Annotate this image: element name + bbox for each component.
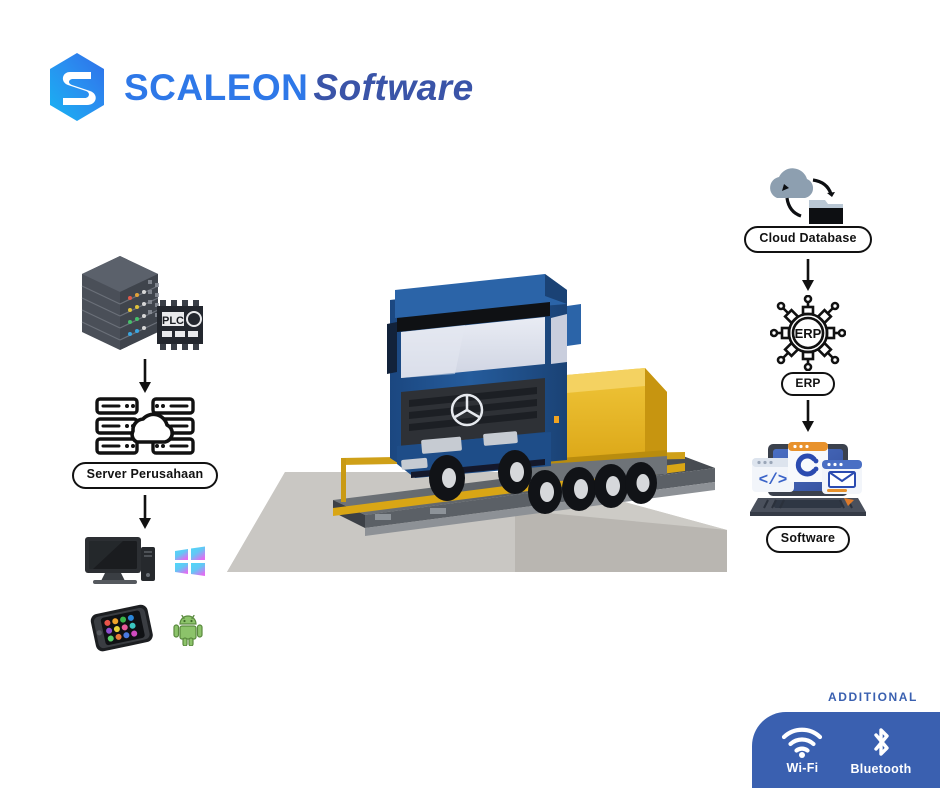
server-rack-plc-icon: PLC xyxy=(81,256,203,350)
brand-name-primary: SCALEON xyxy=(124,66,309,108)
client-desktop-row[interactable] xyxy=(83,535,207,587)
svg-text:PLC: PLC xyxy=(162,315,184,327)
additional-title: ADDITIONAL xyxy=(828,690,918,704)
additional-panel: Wi-Fi Bluetooth xyxy=(752,712,940,788)
svg-text:</>: </> xyxy=(759,471,788,489)
left-flow-column: PLC xyxy=(60,252,230,655)
wifi-icon xyxy=(782,727,823,758)
down-arrow-icon xyxy=(802,258,814,291)
additional-item-label: Wi-Fi xyxy=(786,760,819,775)
label-server-perusahaan: Server Perusahaan xyxy=(71,462,219,489)
smartphone-icon xyxy=(90,604,153,652)
android-logo-icon xyxy=(173,614,203,646)
client-mobile-row[interactable] xyxy=(83,603,203,655)
brand-name-secondary: Software xyxy=(313,66,474,108)
truck-on-weighbridge-illustration xyxy=(227,274,727,572)
cloud-server-icon xyxy=(95,397,195,455)
node-cloud-database[interactable]: Cloud Database xyxy=(744,162,872,253)
down-arrow-icon xyxy=(139,494,151,529)
cloud-folder-icon xyxy=(770,168,843,224)
down-arrow-icon xyxy=(802,399,814,432)
erp-gear-text: ERP xyxy=(795,326,822,341)
additional-item-wifi[interactable]: Wi-Fi xyxy=(780,726,824,775)
bluetooth-icon xyxy=(874,727,889,756)
down-arrow-icon xyxy=(139,359,151,393)
label-software: Software xyxy=(765,525,851,553)
right-flow-column: Cloud Database xyxy=(728,162,888,553)
label-cloud-database: Cloud Database xyxy=(744,226,872,253)
node-server-perusahaan[interactable]: Server Perusahaan xyxy=(71,395,219,489)
node-erp[interactable]: ERP ERP xyxy=(770,294,846,396)
erp-gear-icon: ERP xyxy=(770,294,846,371)
additional-item-bluetooth[interactable]: Bluetooth xyxy=(850,725,911,776)
node-client-devices xyxy=(83,531,207,655)
node-software[interactable]: </> xyxy=(748,436,868,553)
label-erp: ERP xyxy=(781,371,835,396)
hexagon-s-logo-icon xyxy=(50,53,104,121)
node-plc-server[interactable]: PLC xyxy=(70,252,220,357)
laptop-apps-icon: </> xyxy=(750,441,866,516)
windows-logo-icon xyxy=(175,546,205,576)
additional-item-label: Bluetooth xyxy=(850,761,912,776)
desktop-computer-icon xyxy=(85,536,155,584)
